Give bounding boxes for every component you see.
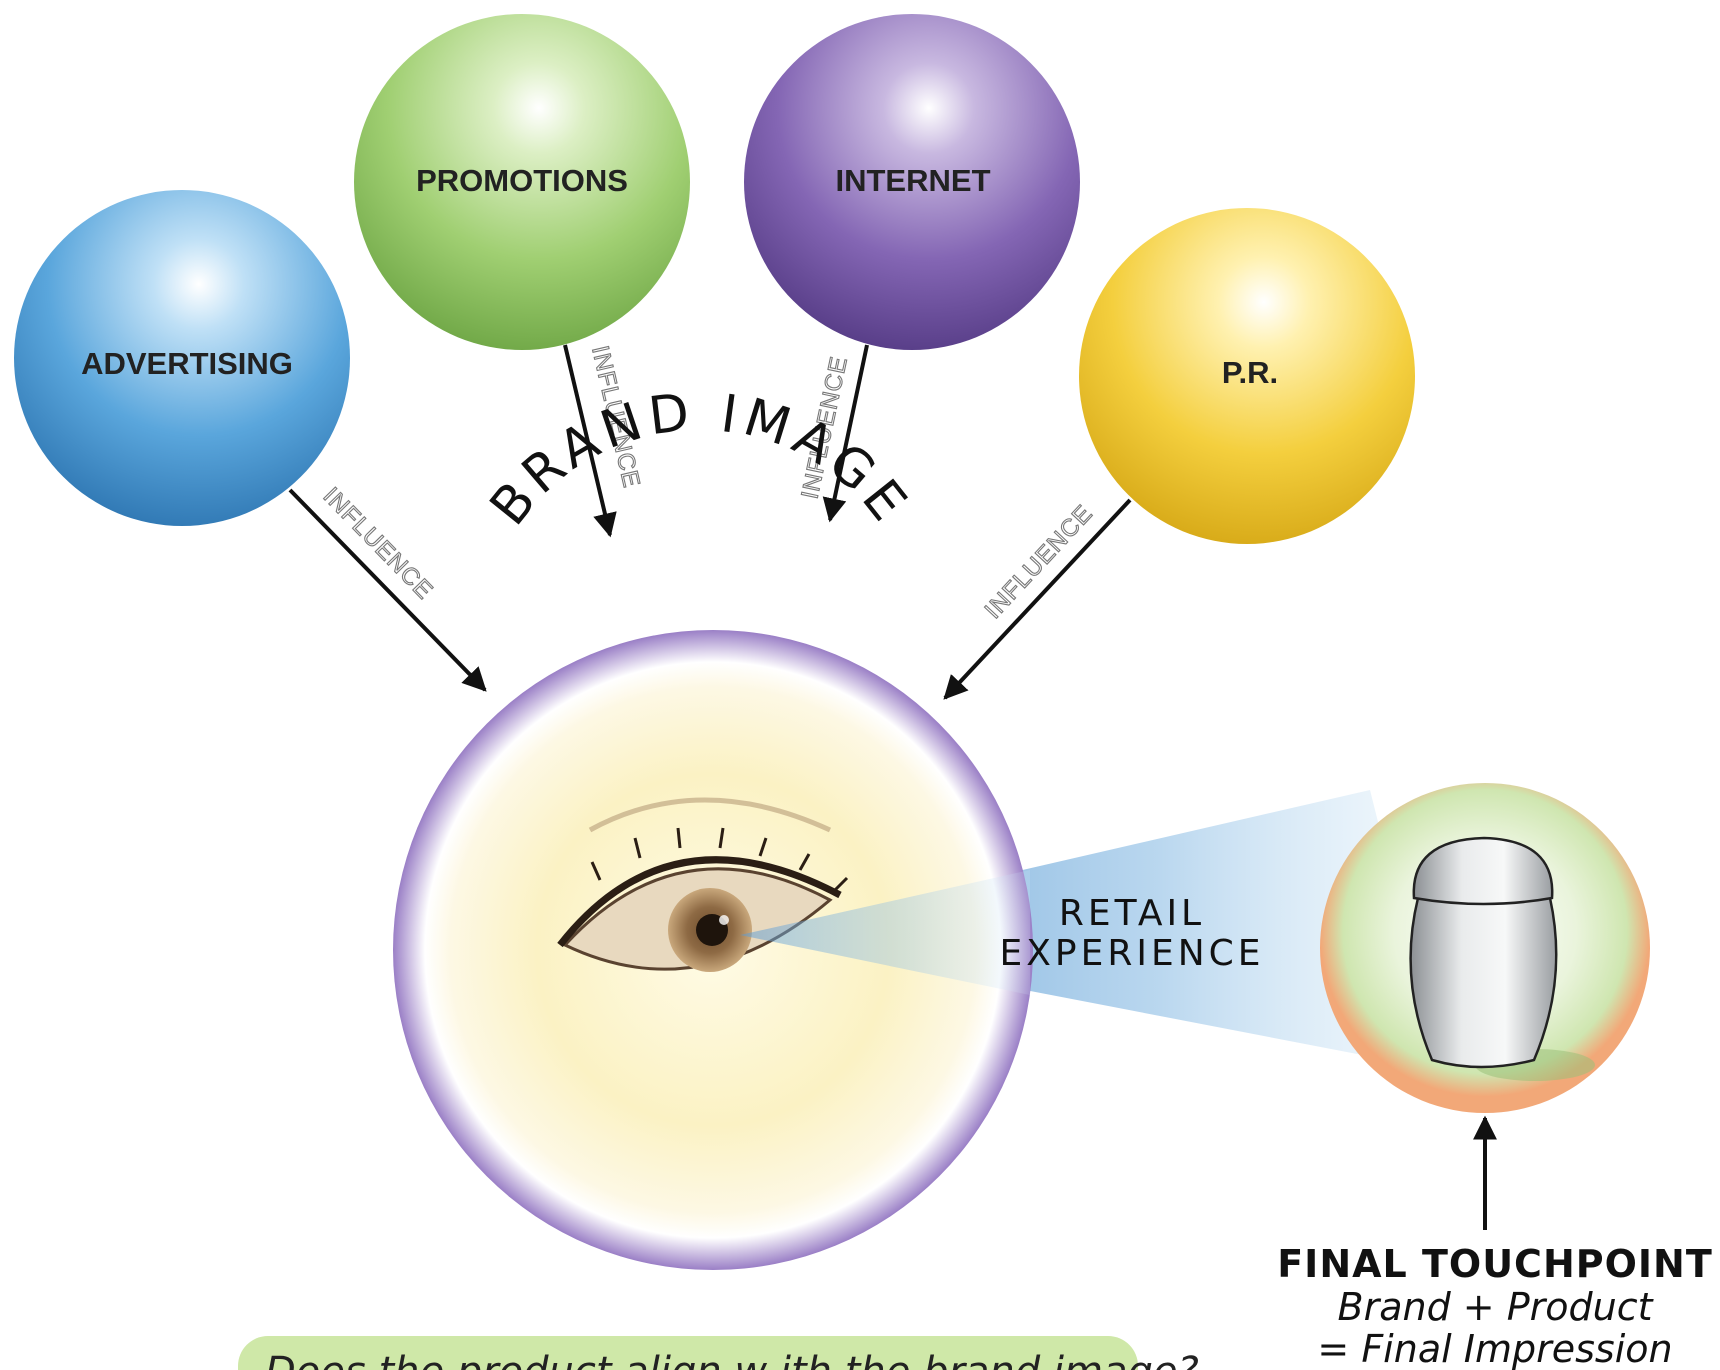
influence-label-pr: INFLUENCE xyxy=(980,500,1099,624)
final-touchpoint-line1: Brand + Product xyxy=(1338,1285,1655,1329)
retail-label-line2: EXPERIENCE xyxy=(999,933,1264,974)
pr-arrow xyxy=(945,500,1130,698)
final-touchpoint-title: FINAL TOUCHPOINT xyxy=(1277,1242,1713,1286)
advertising-arrow xyxy=(290,490,485,690)
influence-label-advertising: INFLUENCE xyxy=(318,482,439,605)
retail-label-line1: RETAIL xyxy=(1059,893,1205,934)
question-text: Does the product align w ith the brand i… xyxy=(265,1349,1199,1370)
promotions-label: PROMOTIONS xyxy=(416,163,628,198)
final-touchpoint-line2: = Final Impression xyxy=(1317,1327,1672,1370)
advertising-label: ADVERTISING xyxy=(81,346,293,381)
pr-label: P.R. xyxy=(1222,355,1278,390)
internet-label: INTERNET xyxy=(836,163,991,198)
